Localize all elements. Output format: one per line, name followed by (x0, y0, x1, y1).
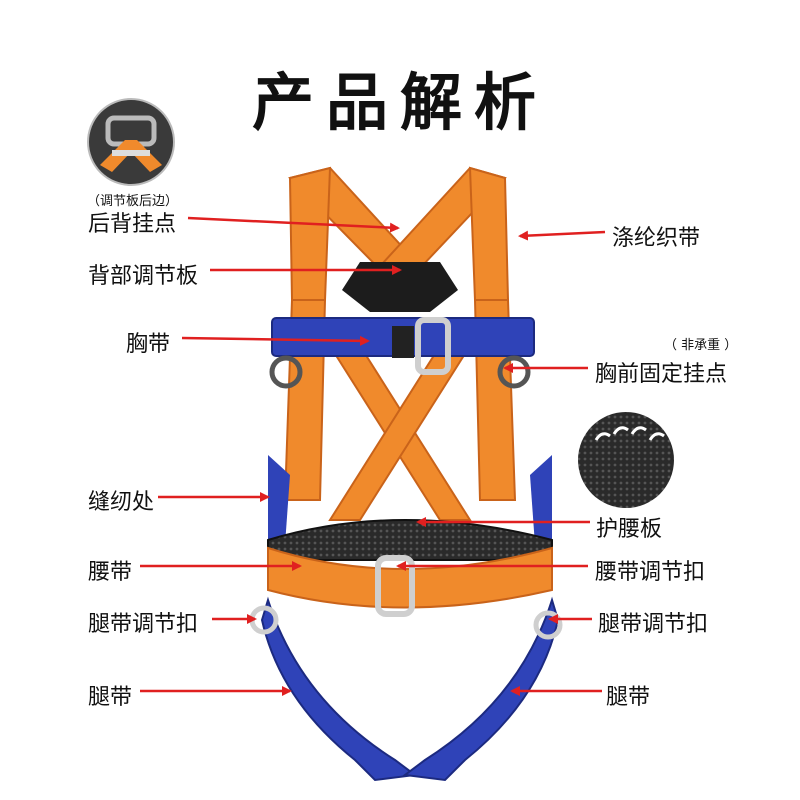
label-polyester-strap: 涤纶织带 (612, 226, 701, 251)
label-back-point: 后背挂点 (88, 212, 177, 237)
back-plate (342, 262, 458, 312)
mesh-detail-inset (578, 412, 674, 508)
label-leg-strap-right: 腿带 (606, 685, 651, 710)
label-back-plate: 背部调节板 (88, 264, 199, 289)
waist-belt (267, 546, 553, 617)
label-leg-buckle-left: 腿带调节扣 (88, 612, 199, 637)
label-non-load: （ 非承重 ） (664, 338, 738, 353)
page-title: 产品解析 (251, 66, 548, 139)
label-waist-pad: 护腰板 (596, 517, 663, 542)
label-chest-strap: 胸带 (126, 332, 171, 357)
label-waist-buckle: 腰带调节扣 (595, 560, 706, 585)
label-leg-buckle-right: 腿带调节扣 (598, 612, 709, 637)
label-leg-strap-left: 腿带 (88, 685, 133, 710)
label-stitching: 缝纫处 (88, 490, 155, 515)
inset-back-view (87, 98, 175, 186)
inset-note: （调节板后边） (87, 194, 179, 209)
label-chest-point: 胸前固定挂点 (595, 362, 728, 387)
label-waist-belt: 腰带 (88, 560, 133, 585)
chest-strap (269, 317, 535, 389)
waist-pad (267, 519, 553, 561)
callout-arrows (140, 216, 606, 696)
